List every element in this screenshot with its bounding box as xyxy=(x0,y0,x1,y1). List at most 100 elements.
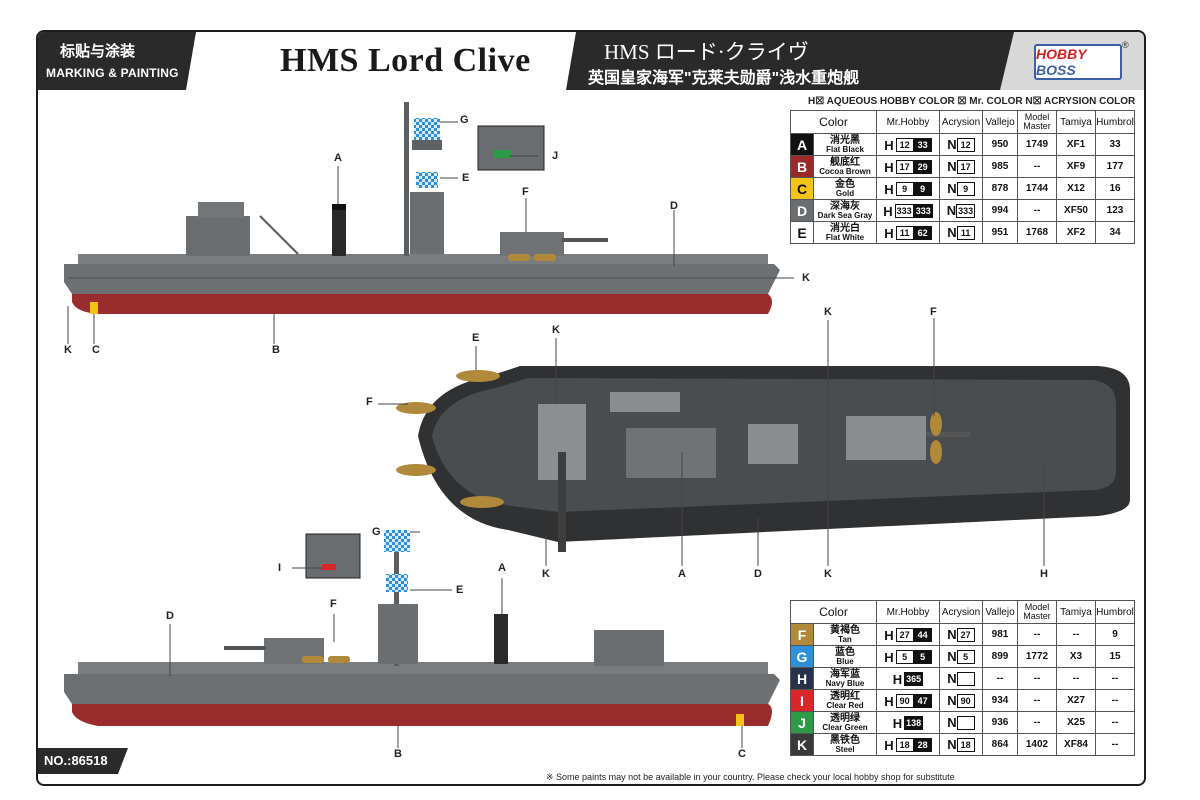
n-code: 12 xyxy=(956,138,975,153)
n-mark: N xyxy=(947,692,957,708)
callout-f-plan-1: F xyxy=(930,306,937,318)
n-mark: N xyxy=(947,180,957,196)
plan-boats xyxy=(396,370,942,508)
logo-badge: HOBBY BOSS xyxy=(1034,44,1122,80)
leader-lines-bottom xyxy=(169,531,743,748)
product-number: NO.:86518 xyxy=(44,753,108,768)
n-mark: N xyxy=(947,626,957,642)
color-key: K xyxy=(796,736,808,753)
humbrol-cell: 34 xyxy=(1095,221,1135,244)
plan-view xyxy=(378,318,1130,566)
swatch: D xyxy=(790,199,814,222)
hull-bottom-red-2 xyxy=(72,704,772,726)
plan-aft-gun-barrel xyxy=(926,432,970,437)
model-master-cell: 1402 xyxy=(1017,733,1057,756)
color-key: J xyxy=(798,714,806,731)
color-key: H xyxy=(796,670,808,687)
h-code: 27 xyxy=(895,628,914,643)
h-mark: H xyxy=(883,203,893,219)
n-mark: N xyxy=(947,136,957,152)
h-mark: H xyxy=(892,715,903,731)
deck-edge-2 xyxy=(78,662,768,674)
registered-mark: ® xyxy=(1122,40,1129,50)
swatch: H xyxy=(790,667,814,690)
header-jp-title: HMS ロード·クライヴ xyxy=(604,40,809,64)
callout-f-bottom: F xyxy=(330,598,337,610)
callout-e-top: E xyxy=(462,172,470,184)
color-name-cn: 消光黑 xyxy=(830,134,860,146)
n-code: 18 xyxy=(956,738,975,753)
leader-lines-top xyxy=(67,121,794,344)
h-mark: H xyxy=(884,737,894,753)
callout-d-bottom: D xyxy=(166,610,174,622)
n-mark: N xyxy=(947,736,957,752)
callout-d-top: D xyxy=(670,200,678,212)
aft-gun-housing xyxy=(500,232,564,256)
color-name-en: Blue xyxy=(836,656,854,666)
h-mark: H xyxy=(884,627,894,643)
n-code: 11 xyxy=(956,226,975,241)
propeller xyxy=(90,302,98,314)
hull-bottom-red xyxy=(72,294,772,314)
paint-table-1: Color Mr.Hobby Acrysion Vallejo Model Ma… xyxy=(790,110,1135,244)
plan-aft-gun-1 xyxy=(748,424,798,464)
color-name-cn: 海军蓝 xyxy=(830,668,860,680)
header-en-label: MARKING & PAINTING xyxy=(46,66,179,80)
plan-boat-racks xyxy=(610,392,680,412)
color-name-en: Tan xyxy=(838,634,852,644)
color-name-cn: 黑铁色 xyxy=(830,734,860,746)
callout-a-plan: A xyxy=(678,568,686,580)
side-profile-top xyxy=(64,102,794,344)
callout-b-top: B xyxy=(272,344,280,356)
color-name-cn: 透明绿 xyxy=(830,712,860,724)
n-code xyxy=(956,716,975,731)
header-bar: 标贴与涂装 MARKING & PAINTING HMS Lord Clive … xyxy=(38,32,1144,90)
color-name-en: Flat White xyxy=(825,232,865,242)
n-code: 9 xyxy=(956,182,975,197)
logo-word-boss: BOSS xyxy=(1036,62,1076,78)
th-vallejo: Vallejo xyxy=(982,110,1018,134)
header-cn-label: 标贴与涂装 xyxy=(60,43,136,60)
m-code: 62 xyxy=(913,226,932,241)
callout-k-stern: K xyxy=(64,344,72,356)
th-tamiya-2: Tamiya xyxy=(1056,600,1096,624)
footnote: ※ Some paints may not be available in yo… xyxy=(546,772,955,782)
m-code: 333 xyxy=(913,204,933,219)
n-code xyxy=(956,672,975,687)
funnel xyxy=(332,208,346,256)
callout-i: I xyxy=(278,562,282,574)
h-code: 9 xyxy=(895,182,914,197)
color-name-cn: 金色 xyxy=(835,178,855,190)
mast-platform xyxy=(412,140,442,150)
leader-lines-plan xyxy=(378,318,1045,566)
color-key: B xyxy=(796,158,808,175)
mast-mid-checker-2 xyxy=(386,574,408,592)
color-name-cn: 深海灰 xyxy=(830,200,860,212)
th-humbrol: Humbrol xyxy=(1095,110,1135,134)
n-code: 17 xyxy=(956,160,975,175)
callout-f-top: F xyxy=(522,186,529,198)
callout-h-plan: H xyxy=(1040,568,1048,580)
callout-g-bottom: G xyxy=(372,526,381,538)
logo-text: HOBBY BOSS xyxy=(1036,46,1120,78)
callout-k-bow: K xyxy=(802,272,810,284)
turret-top xyxy=(198,202,244,218)
crane-arm xyxy=(259,215,299,255)
detail-inset-j xyxy=(477,125,545,171)
model-master-cell: 1768 xyxy=(1017,221,1057,244)
turret-block-2 xyxy=(594,630,664,666)
swatch: E xyxy=(790,221,814,244)
bridge-structure xyxy=(410,192,444,254)
callout-a-top: A xyxy=(334,152,342,164)
swatch: I xyxy=(790,689,814,712)
m-code: 33 xyxy=(913,138,932,153)
color-name-cn: 透明红 xyxy=(830,690,860,702)
color-key: G xyxy=(796,648,808,665)
